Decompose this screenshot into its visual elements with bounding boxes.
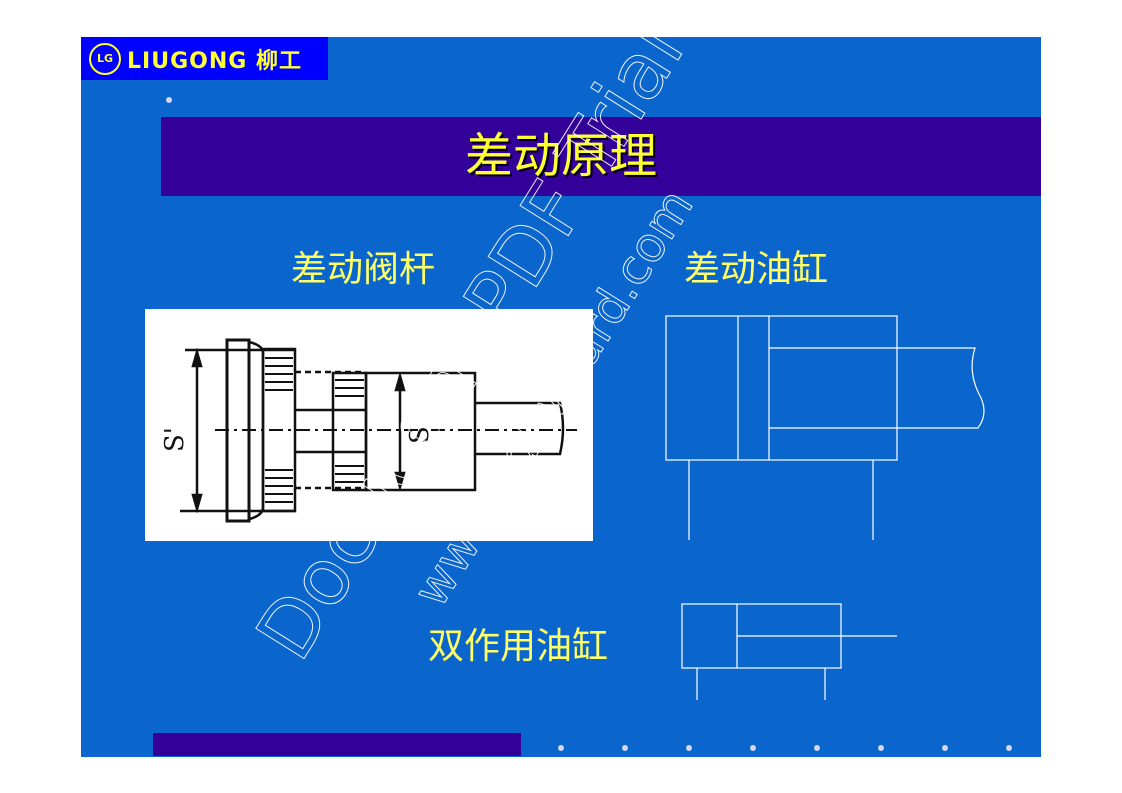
label-valve-rod: 差动阀杆	[291, 249, 436, 290]
s-prime-label: S'	[160, 427, 190, 452]
bottom-bar	[153, 733, 521, 756]
slide-title: 差动原理	[464, 128, 657, 184]
bullet-dot	[1006, 745, 1012, 751]
bullet-dot	[750, 745, 756, 751]
logo-badge-icon: LG	[89, 42, 121, 75]
bullet-dot	[942, 745, 948, 751]
double-acting-cylinder-diagram	[681, 603, 897, 700]
bullet-dot	[622, 745, 628, 751]
label-diff-cylinder: 差动油缸	[684, 249, 829, 290]
differential-cylinder-diagram	[665, 315, 985, 540]
title-bar	[161, 117, 1041, 196]
bullet-dot	[686, 745, 692, 751]
logo-text: LIUGONG 柳工	[127, 48, 302, 74]
bullet-dot	[166, 97, 172, 103]
valve-rod-drawing: S' S	[145, 309, 593, 541]
bullet-dot	[558, 745, 564, 751]
bullet-dot	[814, 745, 820, 751]
label-double-acting-cylinder: 双作用油缸	[428, 626, 609, 667]
liugong-logo: LG LIUGONG 柳工	[81, 37, 328, 80]
bullet-dot	[878, 745, 884, 751]
s-label: S	[405, 426, 435, 444]
